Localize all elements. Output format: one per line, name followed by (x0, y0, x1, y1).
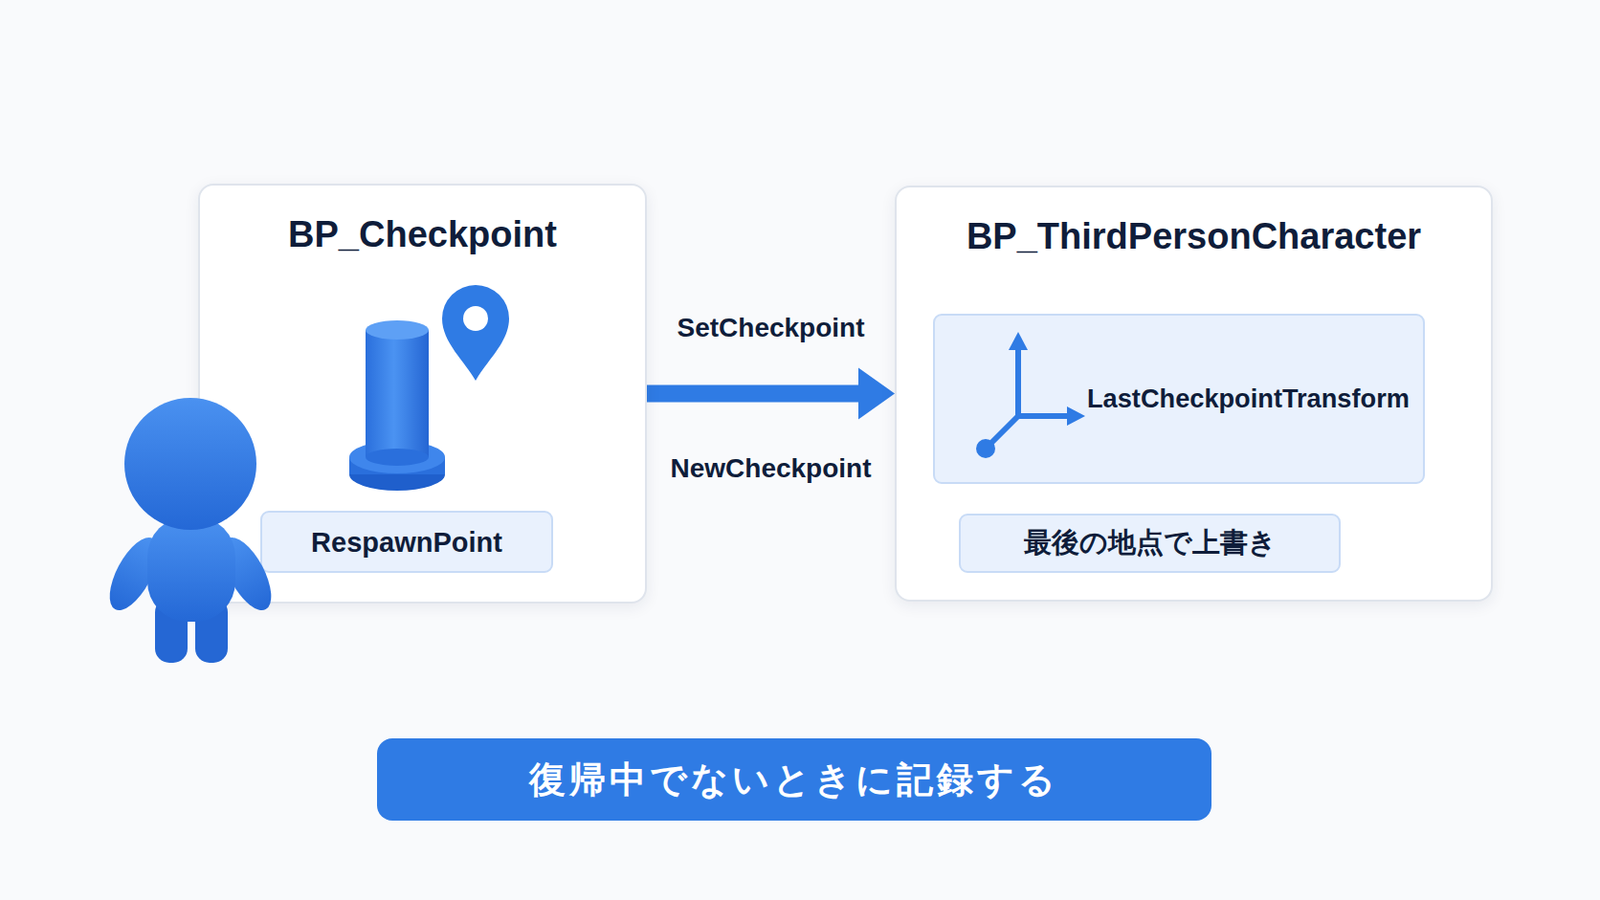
location-pin (442, 285, 510, 381)
panel-title: BP_ThirdPersonCharacter (896, 216, 1491, 258)
signal-label: NewCheckpoint (669, 453, 871, 485)
panel-title: BP_Checkpoint (200, 214, 645, 256)
node-label: LastCheckpointTransform (1087, 383, 1410, 415)
edge-label: SetCheckpoint (676, 312, 865, 344)
checkpoint-pillar (349, 320, 445, 491)
name-pill: LastCheckpointTransform (933, 313, 1425, 485)
blueprint-panel: BP_CheckpointRespawnPoint (198, 183, 647, 604)
caption-text: 復帰中でないときに記録する (529, 755, 1060, 805)
caption-banner: 復帰中でないときに記録する (377, 738, 1212, 822)
flow-arrow (646, 368, 895, 421)
transform-axis-icon (976, 332, 1086, 459)
blueprint-panel: BP_ThirdPersonCharacterLastCheckpointTra… (894, 185, 1493, 602)
name-pill: 最後の地点で上書き (958, 513, 1341, 574)
node-label: 最後の地点で上書き (960, 524, 1339, 563)
name-pill: RespawnPoint (260, 511, 554, 574)
node-label: RespawnPoint (262, 526, 552, 558)
character-figure (99, 398, 281, 664)
